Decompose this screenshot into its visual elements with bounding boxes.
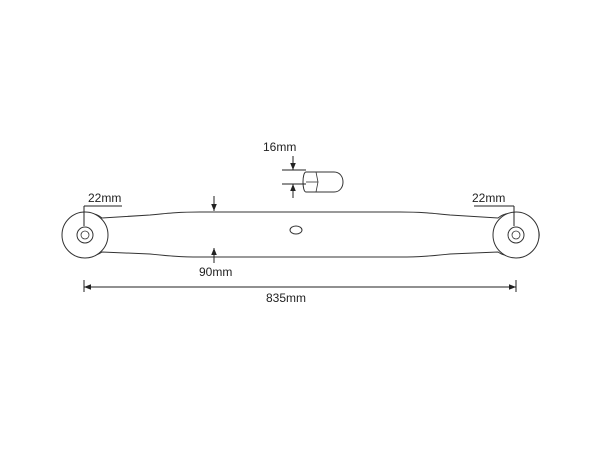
pin-outline bbox=[302, 171, 344, 193]
left-ball-dimension: 22mm bbox=[83, 191, 122, 226]
right-eye-bore bbox=[511, 230, 521, 240]
left-ball-label: 22mm bbox=[88, 191, 121, 205]
center-hole bbox=[289, 225, 303, 235]
arm-width-label: 90mm bbox=[199, 265, 232, 279]
arm-width-dimension: 90mm bbox=[199, 196, 232, 279]
left-eye-bore bbox=[80, 230, 90, 240]
overall-length-label: 835mm bbox=[266, 291, 306, 305]
right-ball-dimension: 22mm bbox=[472, 191, 515, 226]
left-eye-ball bbox=[76, 226, 94, 244]
pin-width-label: 16mm bbox=[263, 140, 296, 154]
right-ball-joint bbox=[492, 211, 540, 259]
overall-length-dimension: 835mm bbox=[83, 280, 517, 305]
arm-body bbox=[61, 211, 540, 258]
left-ball-joint bbox=[61, 211, 109, 259]
arm-outline bbox=[61, 211, 540, 258]
pin-detail bbox=[302, 171, 344, 193]
right-ball-label: 22mm bbox=[472, 191, 505, 205]
right-eye-ball bbox=[507, 226, 525, 244]
pin-width-dimension: 16mm bbox=[263, 140, 306, 198]
